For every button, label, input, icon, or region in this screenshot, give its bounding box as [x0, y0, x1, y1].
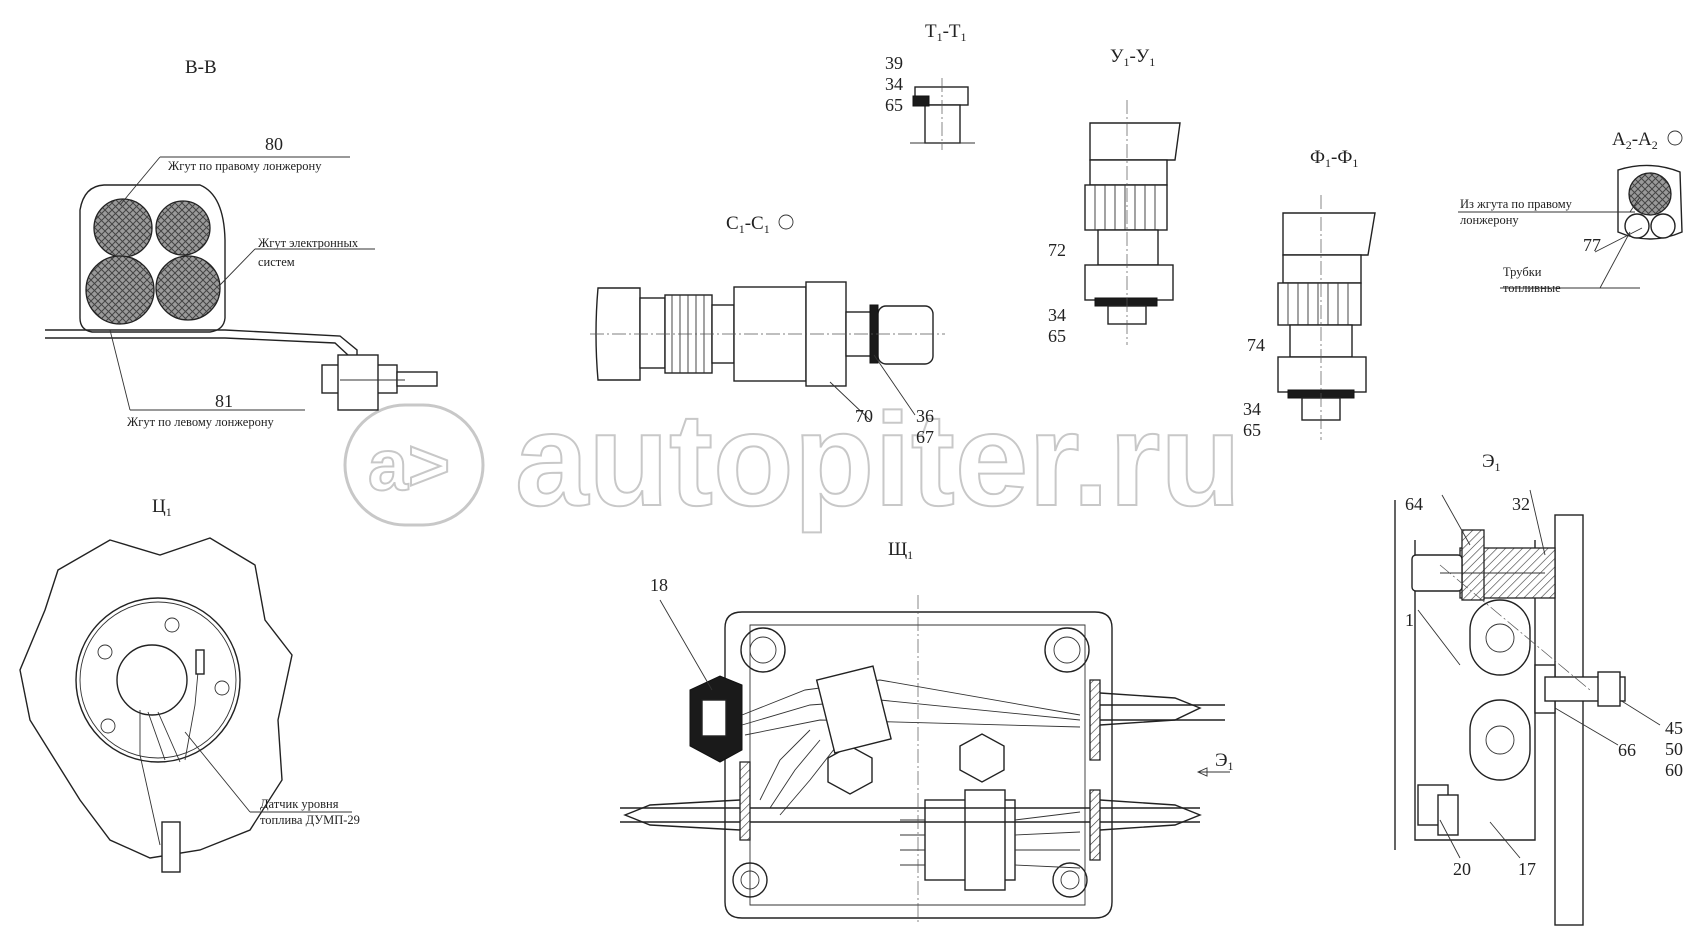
- view-cc: С1-С1 70 36 67: [590, 213, 945, 447]
- label-77: 77: [1583, 235, 1601, 255]
- label-18: 18: [650, 575, 668, 595]
- label-65-b: 65: [1048, 326, 1066, 346]
- label-34-c: 34: [1243, 399, 1261, 419]
- svg-text:А2-А2: А2-А2: [1612, 129, 1658, 152]
- label-17: 17: [1518, 859, 1536, 879]
- label-65-c: 65: [1243, 420, 1261, 440]
- label-20: 20: [1453, 859, 1471, 879]
- label-34-a: 34: [885, 74, 903, 94]
- note-from-right-1: Из жгута по правому: [1460, 197, 1573, 211]
- note-tubes-1: Трубки: [1503, 265, 1542, 279]
- label-66: 66: [1618, 740, 1636, 760]
- label-70: 70: [855, 406, 873, 426]
- view-sch: Щ1 18 Э1: [620, 539, 1234, 925]
- view-bb-title: В-В: [185, 57, 217, 78]
- note-electronic-2: систем: [258, 255, 295, 269]
- svg-text:a>: a>: [368, 426, 450, 506]
- label-39: 39: [885, 53, 903, 73]
- note-tubes-2: топливные: [1503, 281, 1561, 295]
- svg-text:Э1: Э1: [1482, 451, 1501, 474]
- label-60: 60: [1665, 760, 1683, 780]
- note-right-spar: Жгут по правому лонжерону: [168, 159, 322, 173]
- label-45: 45: [1665, 718, 1683, 738]
- note-left-spar: Жгут по левому лонжерону: [127, 415, 275, 429]
- label-74: 74: [1247, 335, 1265, 355]
- view-bb: В-В 80 Жгут по правому лонжерону Жгут эл…: [45, 57, 438, 429]
- label-81: 81: [215, 391, 233, 411]
- label-67: 67: [916, 427, 934, 447]
- label-64: 64: [1405, 494, 1423, 514]
- label-1: 1: [1405, 610, 1414, 630]
- view-uu: У1-У1 72 34 65: [1048, 46, 1181, 346]
- view-tt: Т1-Т1 39 34 65: [885, 21, 975, 150]
- watermark: a> autopiter.ru: [343, 385, 1242, 534]
- view-e: Э1 64 32 1 45 50 60 66 20 17: [1394, 451, 1683, 926]
- label-36: 36: [916, 406, 934, 426]
- svg-text:Э1: Э1: [1215, 750, 1234, 773]
- label-72: 72: [1048, 240, 1066, 260]
- note-sensor-1: Датчик уровня: [260, 797, 339, 811]
- view-ff: Ф1-Ф1 74 34 65: [1243, 147, 1376, 440]
- label-32: 32: [1512, 494, 1530, 514]
- label-65-a: 65: [885, 95, 903, 115]
- svg-text:У1-У1: У1-У1: [1110, 46, 1155, 69]
- label-50: 50: [1665, 739, 1683, 759]
- svg-text:Т1-Т1: Т1-Т1: [925, 21, 967, 44]
- note-sensor-2: топлива ДУМП-29: [260, 813, 360, 827]
- svg-text:Щ1: Щ1: [888, 539, 913, 562]
- label-34-b: 34: [1048, 305, 1066, 325]
- label-80: 80: [265, 134, 283, 154]
- view-ts: Ц1 Датчик уровня топлива ДУМП-29: [19, 496, 360, 873]
- note-from-right-2: лонжерону: [1460, 213, 1519, 227]
- svg-text:Ф1-Ф1: Ф1-Ф1: [1310, 147, 1358, 170]
- watermark-text: autopiter.ru: [515, 386, 1241, 533]
- svg-text:Ц1: Ц1: [152, 496, 172, 519]
- svg-text:С1-С1: С1-С1: [726, 213, 770, 236]
- note-electronic-1: Жгут электронных: [258, 236, 359, 250]
- view-aa: А2-А2 Из жгута по правому лонжерону 77 Т…: [1458, 129, 1683, 295]
